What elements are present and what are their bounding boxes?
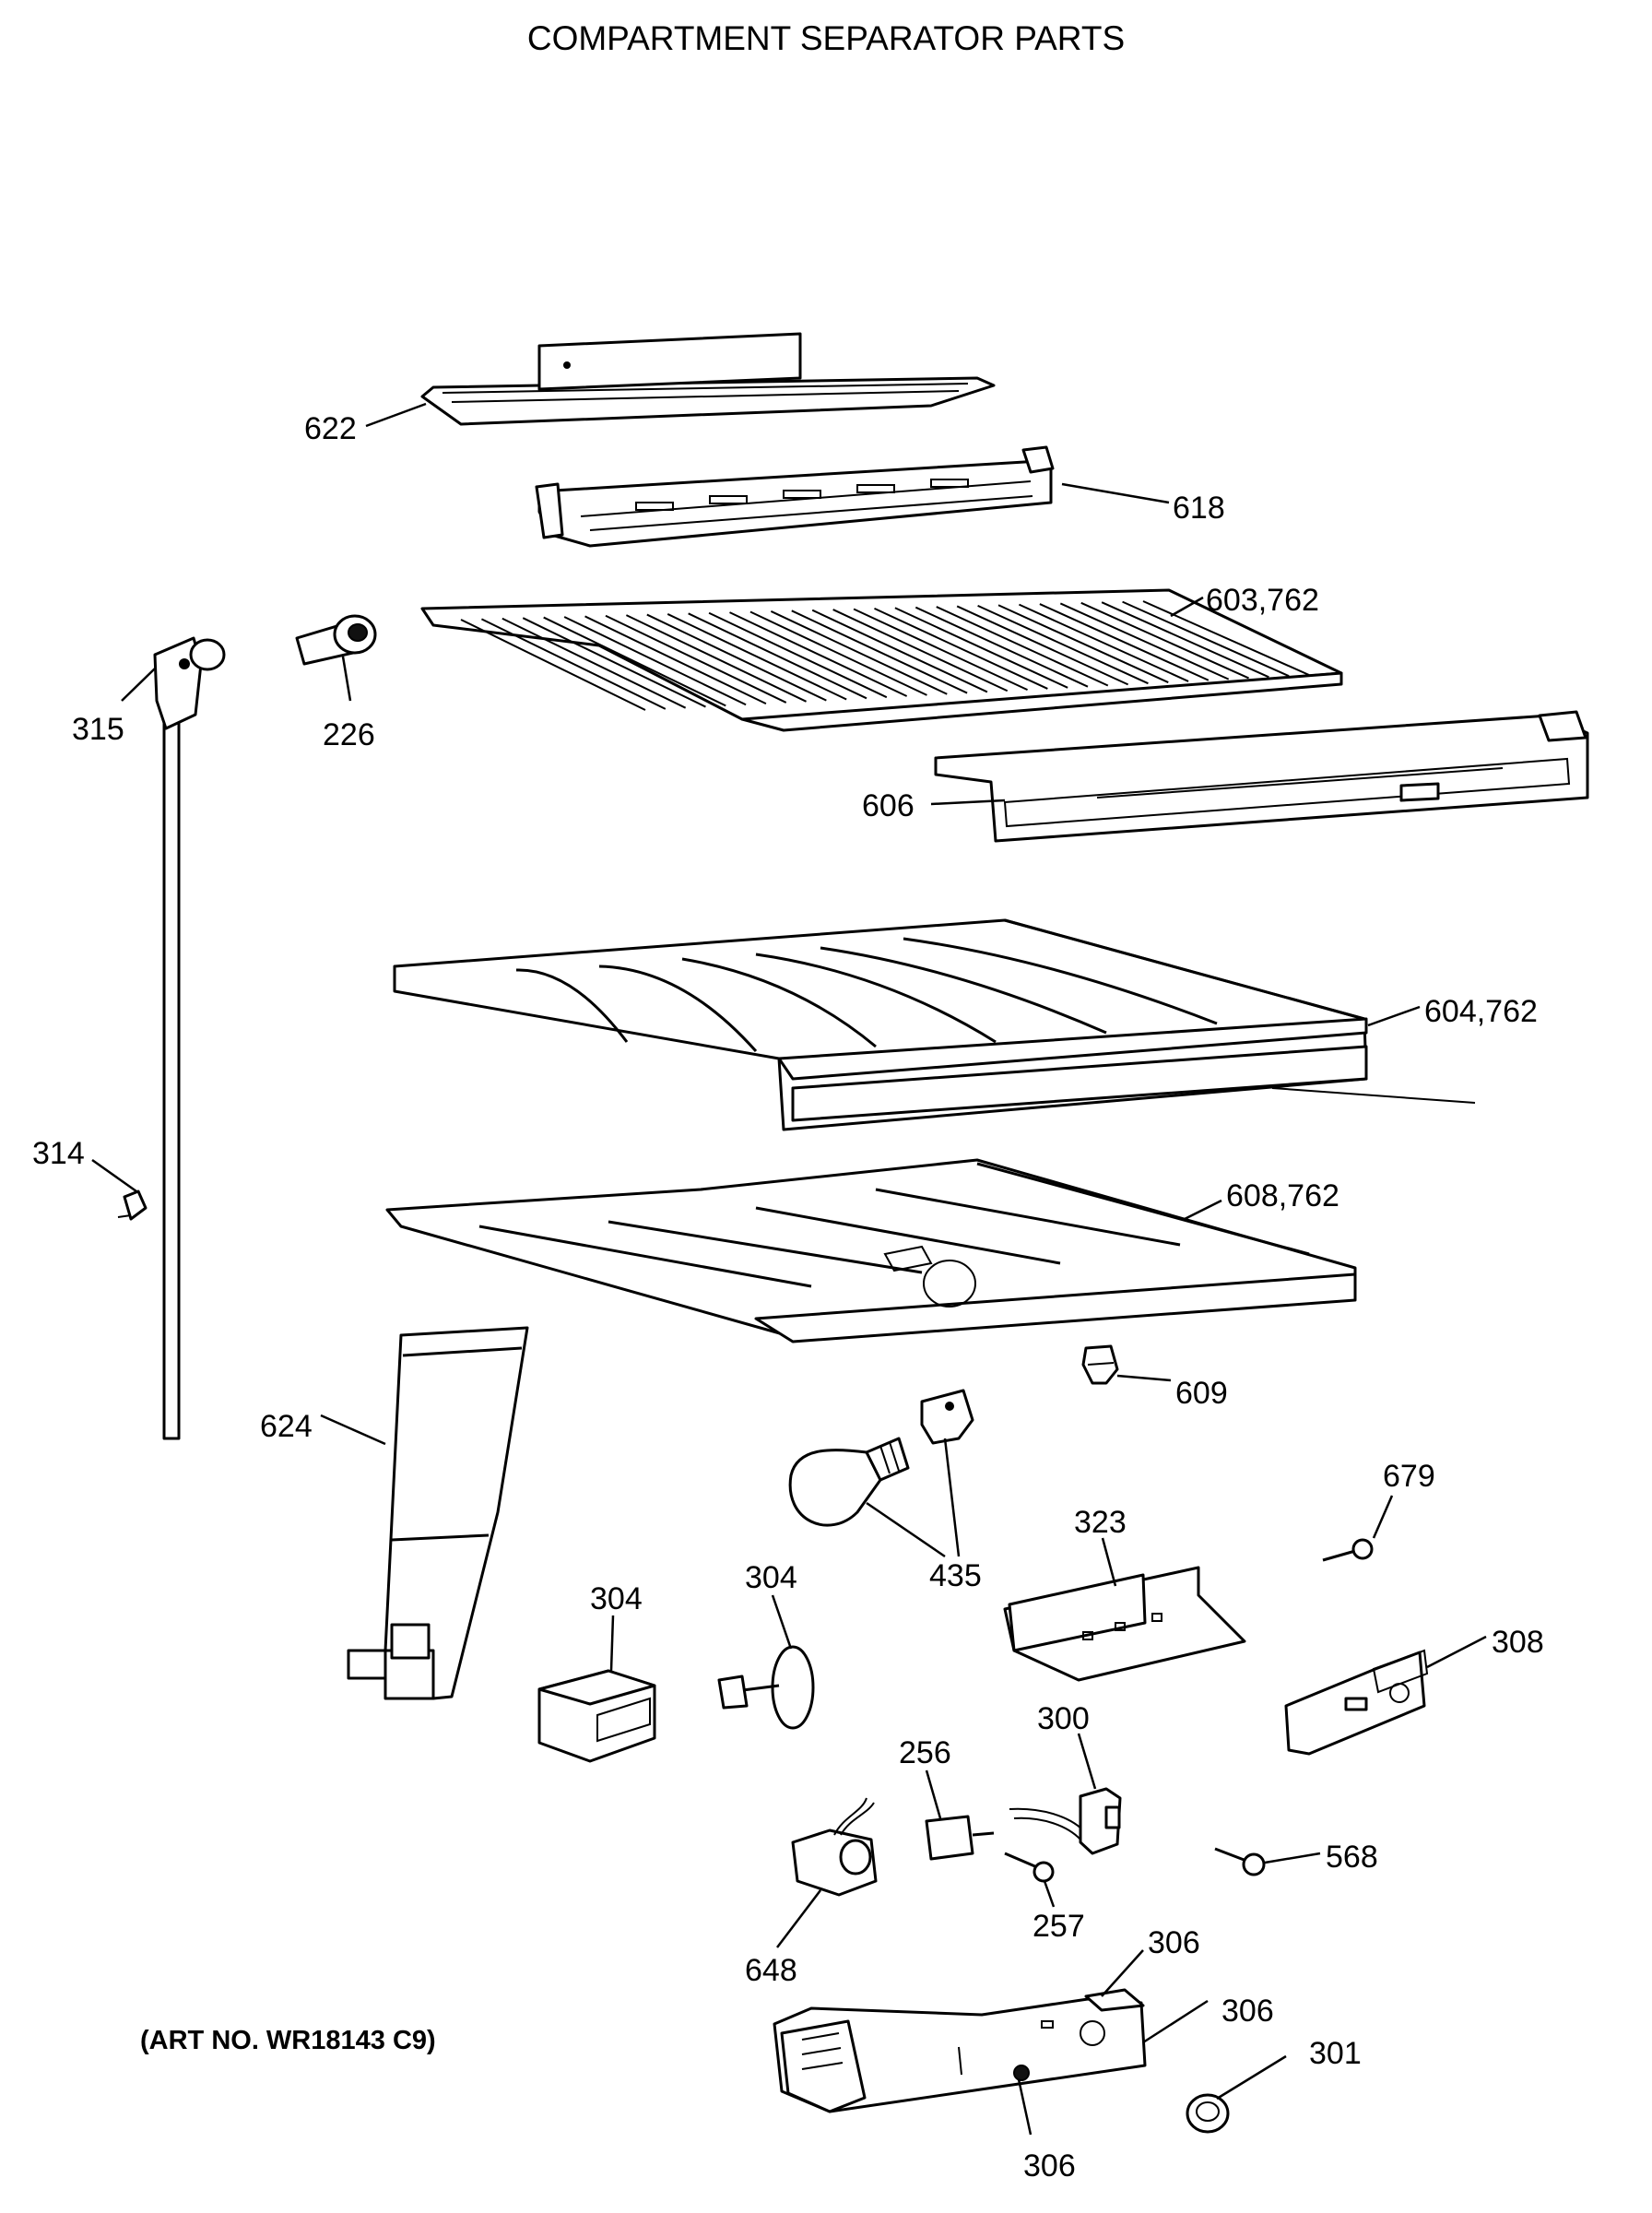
callout-306-bottom: 306: [1023, 2148, 1076, 2183]
part-618-bracket: [535, 445, 1055, 548]
shelf-rib: [1059, 602, 1230, 680]
callout-306-top: 306: [1148, 1925, 1200, 1960]
shelf-rib: [688, 612, 867, 700]
callout-648: 648: [745, 1953, 797, 1988]
callout-256: 256: [899, 1735, 951, 1770]
callout-304-left: 304: [590, 1581, 643, 1616]
shelf-rib: [936, 606, 1109, 687]
callout-679: 679: [1383, 1459, 1435, 1494]
part-256-switch: [925, 1815, 995, 1861]
shelf-rib: [460, 619, 646, 711]
art-number: (ART NO. WR18143 C9): [140, 2026, 436, 2055]
callout-labels: 622 618 603,762 315 226 606 604,762 314 …: [32, 411, 1544, 2183]
callout-308: 308: [1492, 1625, 1544, 1660]
shelf-rib: [997, 604, 1169, 683]
shelf-rib: [791, 609, 968, 694]
shelf-rib: [977, 604, 1149, 685]
part-609-clip: [1081, 1344, 1119, 1385]
part-604-separator: [393, 918, 1476, 1131]
part-304-block: [537, 1669, 656, 1763]
callout-435: 435: [929, 1558, 982, 1593]
part-679-screw: [1322, 1538, 1374, 1562]
callout-608-762: 608,762: [1226, 1178, 1339, 1213]
part-315-rod-cap: [153, 636, 226, 1440]
shelf-rib: [502, 617, 687, 709]
part-257-screw: [1004, 1852, 1055, 1883]
shelf-rib: [770, 610, 948, 695]
callout-604-762: 604,762: [1424, 994, 1538, 1029]
shelf-rib: [1019, 603, 1189, 682]
shelf-rib: [667, 613, 847, 701]
part-300-switch: [1009, 1787, 1122, 1855]
part-323-box: [1003, 1566, 1246, 1682]
callout-568: 568: [1326, 1840, 1378, 1875]
callout-315: 315: [72, 712, 124, 747]
callout-257: 257: [1032, 1909, 1085, 1944]
part-606-tray: [934, 710, 1589, 843]
diagram-title: COMPARTMENT SEPARATOR PARTS: [527, 19, 1125, 57]
shelf-rib: [646, 613, 827, 702]
shelf-rib: [1142, 600, 1310, 676]
shelf-rib: [1080, 601, 1249, 680]
part-603-shelf: [420, 588, 1343, 732]
callout-624: 624: [260, 1409, 313, 1444]
shelf-rib: [894, 607, 1068, 689]
shelf-rib: [853, 608, 1028, 692]
shelf-rib: [708, 611, 888, 699]
callout-314: 314: [32, 1136, 85, 1171]
shelf-rib: [563, 616, 747, 706]
part-314-clip: [117, 1189, 148, 1221]
part-624-bracket: [347, 1326, 529, 1700]
shelf-rib: [543, 616, 726, 707]
shelf-rib: [914, 606, 1089, 688]
shelf-rib: [956, 605, 1129, 686]
callout-301: 301: [1309, 2036, 1362, 2071]
shelf-rib: [522, 617, 706, 708]
callout-226: 226: [323, 717, 375, 752]
callout-323: 323: [1074, 1505, 1127, 1540]
shelf-rib: [1101, 601, 1269, 679]
callout-300: 300: [1037, 1701, 1090, 1736]
shelf-rib: [1122, 600, 1290, 678]
part-306-housing: [773, 1988, 1147, 2113]
part-648-motor: [791, 1797, 878, 1897]
part-608-separator: [385, 1158, 1357, 1343]
shelf-rib: [584, 615, 767, 704]
callout-609: 609: [1175, 1376, 1228, 1411]
shelf-rib: [832, 609, 1009, 692]
shelf-rib: [625, 614, 807, 703]
callout-304-right: 304: [745, 1560, 797, 1595]
callout-606: 606: [862, 788, 914, 823]
part-301-knob: [1186, 2093, 1230, 2134]
callout-622: 622: [304, 411, 357, 446]
callout-618: 618: [1173, 491, 1225, 526]
part-622-cover: [420, 332, 996, 426]
shelf-rib: [811, 609, 988, 693]
shelf-rib: [605, 614, 787, 704]
leader-lines: [91, 402, 1487, 2136]
part-304-knob: [717, 1645, 815, 1730]
shelf-rib: [874, 607, 1048, 690]
callout-603-762: 603,762: [1206, 583, 1319, 618]
part-568-screw: [1214, 1847, 1266, 1876]
shelf-rib: [749, 610, 927, 696]
callout-306-mid: 306: [1221, 1994, 1274, 2029]
shelf-rib: [729, 611, 908, 697]
shelf-rib: [1039, 603, 1210, 681]
part-226-cylinder: [295, 614, 377, 666]
part-435-bulb-socket: [788, 1389, 974, 1527]
part-308-plate: [1284, 1649, 1429, 1756]
shelf-rib: [480, 618, 667, 710]
shelf-ribs: [460, 600, 1310, 711]
